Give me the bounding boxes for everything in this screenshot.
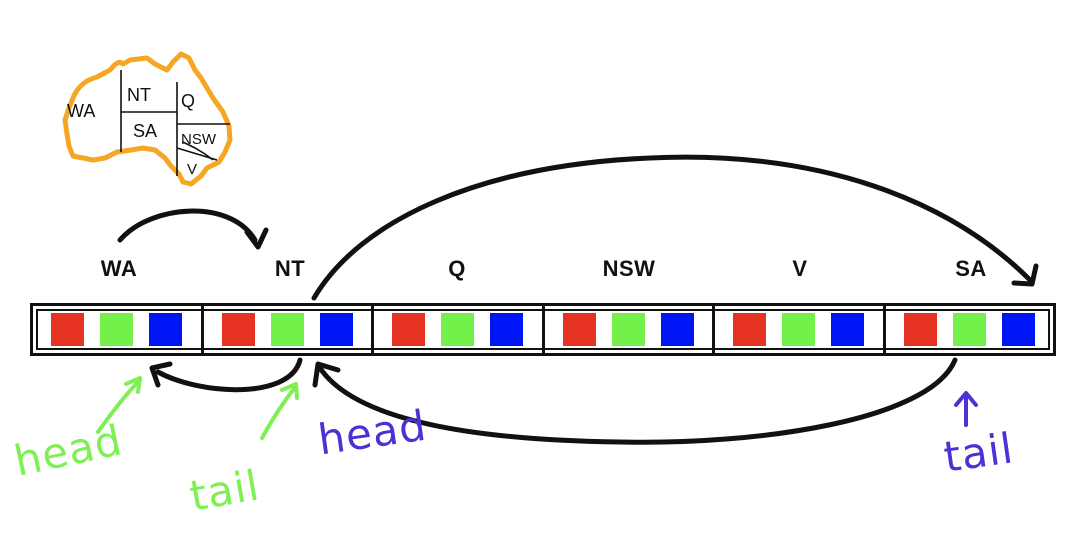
state-header-sa: SA <box>955 256 987 281</box>
domain-array <box>30 303 1056 356</box>
state-header-q: Q <box>448 256 466 281</box>
map-label-nt: NT <box>127 85 151 105</box>
swatch-green <box>441 313 475 346</box>
arrow-nt-to-wa-head <box>149 361 173 388</box>
arrow-sa-to-nt <box>317 357 958 445</box>
domain-cell-v <box>715 306 886 353</box>
state-header-nsw: NSW <box>602 256 656 281</box>
map-label-q: Q <box>181 91 196 111</box>
state-borders <box>120 70 230 176</box>
arrow-sa-to-nt-head <box>312 361 341 388</box>
arrow-wa-to-nt <box>117 208 258 243</box>
arrow-nt-to-wa <box>155 357 303 393</box>
map-label-nsw: NSW <box>181 131 216 148</box>
arrow-nt-to-sa <box>311 154 1033 301</box>
australia-map: WA NT Q SA NSW V <box>55 50 245 190</box>
green-tail-label: tail <box>186 460 264 521</box>
map-label-wa: WA <box>67 101 96 121</box>
australia-outline <box>62 51 233 187</box>
state-header-wa: WA <box>100 256 138 281</box>
swatch-red <box>562 313 596 346</box>
green-head-pointer-tip <box>124 376 142 394</box>
swatch-blue <box>1001 313 1035 346</box>
swatch-green <box>100 313 134 346</box>
domain-cell-nsw <box>544 306 715 353</box>
state-header-v: V <box>792 256 808 281</box>
map-label-sa: SA <box>133 121 158 141</box>
swatch-blue <box>660 313 694 346</box>
swatch-green <box>952 313 986 346</box>
green-tail-pointer <box>260 384 298 440</box>
swatch-red <box>733 313 767 346</box>
swatch-green <box>782 313 816 346</box>
domain-cell-wa <box>33 306 204 353</box>
swatch-blue <box>490 313 524 346</box>
state-header-nt: NT <box>274 256 306 281</box>
swatch-red <box>903 313 937 346</box>
green-head-pointer <box>96 378 142 434</box>
swatch-blue <box>149 313 183 346</box>
arrow-nt-to-sa-head <box>1011 263 1039 287</box>
swatch-blue <box>831 313 865 346</box>
arrow-wa-to-nt-head <box>244 227 269 250</box>
australia-map-drawing <box>62 51 233 187</box>
swatch-blue <box>319 313 353 346</box>
swatch-green <box>611 313 645 346</box>
swatch-red <box>221 313 255 346</box>
blue-tail-pointer-tip <box>954 391 978 407</box>
swatch-green <box>270 313 304 346</box>
domain-cell-nt <box>203 306 374 353</box>
domain-cell-sa <box>885 306 1053 353</box>
map-label-v: V <box>187 161 198 178</box>
swatch-red <box>51 313 85 346</box>
green-tail-pointer-tip <box>280 382 299 400</box>
domain-cell-q <box>374 306 545 353</box>
swatch-red <box>392 313 426 346</box>
blue-tail-label: tail <box>940 423 1017 482</box>
